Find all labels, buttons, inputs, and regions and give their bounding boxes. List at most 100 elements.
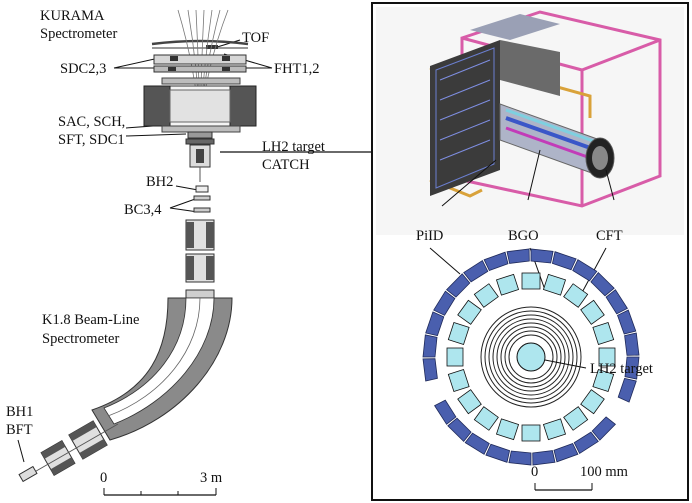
pid-segment — [551, 251, 577, 271]
bgo-crystal — [457, 389, 482, 415]
bgo-crystal-group — [446, 347, 464, 367]
cft-layer — [504, 330, 558, 384]
pid-segment — [463, 260, 489, 283]
pid-segment — [530, 248, 554, 264]
sdc23-chambers — [153, 54, 247, 73]
bgo-crystal — [447, 368, 470, 393]
pid-segment — [434, 399, 457, 425]
fht12-label: FHT1,2 — [274, 61, 320, 77]
target-detectors — [185, 131, 215, 182]
pid-segment — [433, 290, 456, 316]
pid-segment — [573, 431, 599, 454]
tof-label: TOF — [242, 30, 269, 46]
bgo-crystal — [592, 368, 615, 393]
pid-segment — [447, 417, 472, 442]
cft-layer — [500, 326, 562, 388]
pid-segment — [624, 356, 640, 380]
bgo-crystal — [598, 347, 616, 367]
pid-segment — [485, 443, 511, 463]
bh1-label: BH1 — [6, 404, 33, 420]
sdc23-label: SDC2,3 — [60, 61, 106, 77]
pid-ring — [422, 248, 640, 466]
catch-3d-render — [376, 7, 684, 235]
bh2-label: BH2 — [146, 174, 173, 190]
bgo-crystal-group — [447, 368, 470, 393]
pid-segment — [590, 272, 615, 297]
quadrupole-magnets — [185, 219, 215, 299]
right-scale-zero: 0 — [531, 464, 538, 480]
left-scale-bar: 0 3 m — [100, 470, 223, 496]
pid-segment — [624, 332, 640, 356]
bft-label: BFT — [6, 422, 33, 438]
bgo-crystal — [521, 424, 541, 442]
right-scale-bar: 0 100 mm — [531, 464, 629, 491]
bgo-crystal-group — [521, 272, 541, 290]
left-scale-end: 3 m — [200, 470, 223, 486]
bgo-crystal-group — [580, 299, 605, 325]
bgo-crystal — [521, 272, 541, 290]
bgo-crystal-group — [563, 406, 589, 431]
bgo-crystal — [495, 273, 520, 296]
left-scale-zero: 0 — [100, 470, 107, 486]
lh2-catch-label-line2: CATCH — [262, 157, 310, 173]
bgo-crystal-group — [542, 418, 567, 441]
bgo-crystal — [563, 283, 589, 308]
cft-label: CFT — [596, 228, 623, 244]
kurama-magnet — [143, 77, 257, 133]
pid-segment — [422, 358, 438, 382]
catch-cross-section: LH2 target — [422, 248, 653, 466]
k18-dipole — [91, 297, 233, 441]
barrel-3d — [499, 103, 615, 179]
bgo-crystal-group — [563, 283, 589, 308]
lh2-target-circle — [516, 342, 546, 372]
pid-segment — [605, 289, 628, 315]
bgo-crystal-group — [457, 299, 482, 325]
k18-label-line1: K1.8 Beam-Line — [42, 312, 139, 328]
bgo-crystal-group — [521, 424, 541, 442]
right-scale-end: 100 mm — [580, 464, 629, 480]
bgo-crystal — [473, 283, 499, 308]
pid-segment — [617, 309, 637, 335]
pid-segment — [532, 450, 556, 466]
cft-layer — [496, 322, 566, 392]
bgo-crystal-group — [473, 406, 499, 431]
cft-rings — [480, 306, 582, 408]
bh2-bc34 — [193, 185, 211, 213]
tof-wall — [151, 39, 249, 49]
lh2-target-leader — [544, 359, 587, 369]
bgo-crystal-group — [542, 273, 567, 296]
bgo-crystal — [580, 389, 605, 415]
bgo-crystal — [580, 299, 605, 325]
bgo-crystal-group — [495, 418, 520, 441]
pid-segment — [553, 443, 579, 463]
cft-layer — [508, 334, 554, 380]
bgo-crystal — [495, 418, 520, 441]
bgo-crystal-group — [580, 389, 605, 415]
bgo-crystal — [542, 418, 567, 441]
cft-layer — [492, 318, 570, 396]
pid-segment — [591, 416, 616, 441]
pid-segment — [508, 450, 532, 466]
sac-label-line1: SAC, SCH, — [58, 114, 125, 130]
bc34-label: BC3,4 — [124, 202, 162, 218]
k18-label-line2: Spectrometer — [42, 331, 119, 347]
bgo-crystal — [542, 273, 567, 296]
pid-label: PiID — [416, 228, 443, 244]
catch-panel: PiID BGO CFT LH2 target 0 100 mm — [371, 2, 689, 501]
pid-segment — [446, 273, 471, 298]
sac-label-line2: SFT, SDC1 — [58, 132, 125, 148]
bgo-ring — [446, 272, 616, 442]
cft-layer — [488, 314, 574, 400]
cft-layer — [480, 306, 582, 408]
bgo-crystal-group — [447, 321, 470, 346]
pid-segment — [617, 377, 637, 403]
bgo-crystal — [447, 321, 470, 346]
pid-segment — [506, 248, 530, 264]
bgo-crystal — [592, 321, 615, 346]
pid-stack-3d — [430, 14, 560, 196]
bgo-crystal-group — [495, 273, 520, 296]
bgo-crystal-group — [598, 347, 616, 367]
beamline-layout: KURAMA Spectrometer TOF SDC2,3 FHT1,2 SA… — [6, 8, 325, 496]
lh2-target-label: LH2 target — [590, 361, 653, 377]
